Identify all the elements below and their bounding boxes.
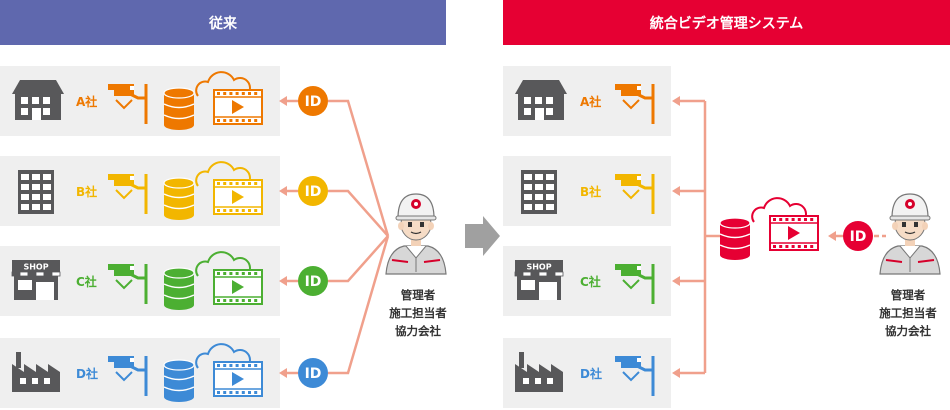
- id-badge: ID: [298, 86, 328, 116]
- security-camera-icon: [108, 174, 148, 214]
- arrow-head: [279, 96, 287, 106]
- database-icon: [163, 177, 195, 220]
- label-company-d-right: D社: [580, 367, 602, 381]
- id-badge-text: ID: [305, 274, 322, 290]
- building-shop-icon: SHOP: [514, 260, 564, 300]
- id-badge-text: ID: [850, 229, 867, 245]
- connector-line: [328, 235, 390, 375]
- manager-person-icon: [385, 193, 447, 275]
- header-conventional: 従来: [0, 0, 446, 45]
- building-house-icon: [12, 80, 64, 120]
- database-icon: [163, 359, 195, 402]
- database-icon: [163, 267, 195, 310]
- label-company-a-left: A社: [76, 95, 98, 109]
- connector-line: [328, 235, 389, 283]
- cloud-video-icon: [195, 343, 263, 397]
- arrow-head: [672, 368, 680, 378]
- arrow-head: [279, 368, 287, 378]
- integrated-id-badge: ID: [843, 221, 873, 251]
- cloud-video-icon: [195, 71, 263, 125]
- integrated-database-icon: [719, 217, 751, 260]
- manager-line-2: 施工担当者: [879, 306, 937, 320]
- header-integrated: 統合ビデオ管理システム: [503, 0, 950, 45]
- manager-label-right: 管理者 施工担当者 協力会社: [868, 286, 948, 340]
- label-company-b-right: B社: [580, 185, 602, 199]
- transition-arrow-icon: [465, 216, 500, 256]
- security-camera-icon: [615, 84, 655, 124]
- security-camera-icon: [108, 356, 148, 396]
- manager-line-3: 協力会社: [885, 324, 931, 338]
- manager-line-3: 協力会社: [395, 324, 441, 338]
- label-company-c-right: C社: [580, 275, 601, 289]
- id-badge-text: ID: [305, 366, 322, 382]
- id-badge-text: ID: [305, 94, 322, 110]
- integrated-cloud-video-icon: [751, 197, 819, 251]
- manager-label-left: 管理者 施工担当者 協力会社: [378, 286, 458, 340]
- manager-line-2: 施工担当者: [389, 306, 447, 320]
- cloud-video-icon: [195, 161, 263, 215]
- security-camera-icon: [108, 264, 148, 304]
- connector-line: [328, 189, 389, 237]
- building-house-icon: [515, 80, 567, 120]
- shop-sign-text: SHOP: [23, 263, 48, 272]
- security-camera-icon: [108, 84, 148, 124]
- cloud-video-icon: [195, 251, 263, 305]
- arrow-head: [672, 186, 680, 196]
- security-camera-icon: [615, 356, 655, 396]
- id-badge-text: ID: [305, 184, 322, 200]
- label-company-d-left: D社: [76, 367, 98, 381]
- label-company-a-right: A社: [580, 95, 602, 109]
- building-factory-icon: [515, 352, 563, 392]
- building-apartment-icon: [521, 170, 557, 214]
- manager-line-1: 管理者: [890, 288, 926, 302]
- connector-line: [328, 99, 390, 237]
- building-apartment-icon: [18, 170, 54, 214]
- building-shop-icon: SHOP: [11, 260, 61, 300]
- id-badge: ID: [298, 176, 328, 206]
- building-factory-icon: [12, 352, 60, 392]
- label-company-b-left: B社: [76, 185, 98, 199]
- shop-sign-text: SHOP: [526, 263, 551, 272]
- label-company-c-left: C社: [76, 275, 97, 289]
- id-badge: ID: [298, 358, 328, 388]
- security-camera-icon: [615, 264, 655, 304]
- database-icon: [163, 87, 195, 130]
- arrow-head: [279, 186, 287, 196]
- id-badge: ID: [298, 266, 328, 296]
- manager-line-1: 管理者: [400, 288, 436, 302]
- security-camera-icon: [615, 174, 655, 214]
- arrow-head: [672, 276, 680, 286]
- manager-person-icon: [879, 193, 941, 275]
- arrow-head: [828, 231, 836, 241]
- arrow-head: [672, 96, 680, 106]
- arrow-head: [279, 276, 287, 286]
